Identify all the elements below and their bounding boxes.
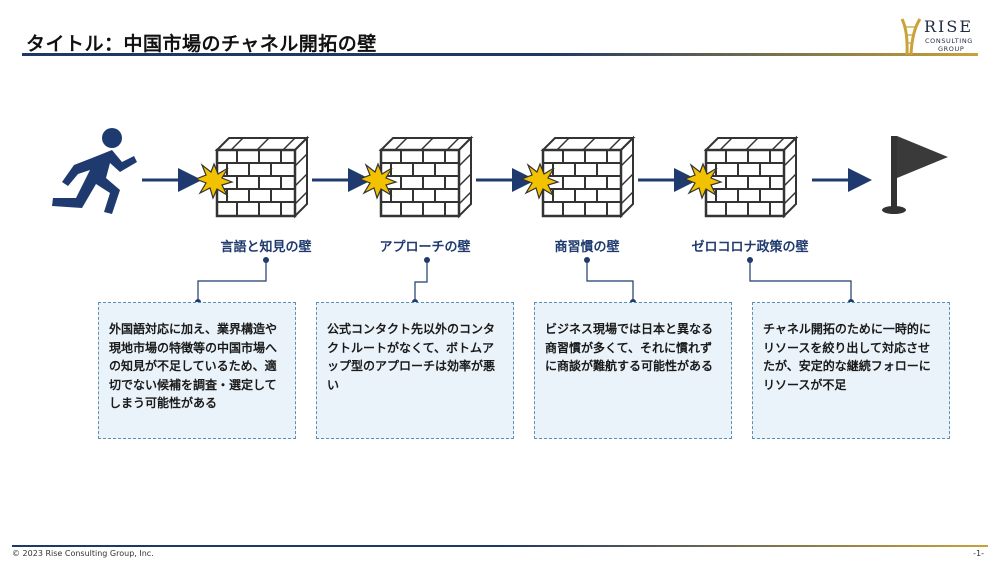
description-box-zero-covid: チャネル開拓のために一時的にリソースを絞り出して対応させたが、安定的な継続フォロ… <box>752 302 950 439</box>
logo-emblem-icon <box>900 18 922 56</box>
brick-wall-icon <box>541 136 635 218</box>
wall-label-business-custom: 商習慣の壁 <box>554 240 620 255</box>
connector-lines <box>197 260 852 302</box>
runner-icon <box>52 128 137 214</box>
description-box-approach: 公式コンタクト先以外のコンタクトルートがなくて、ボトムアップ型のアプローチは効率… <box>316 302 514 439</box>
impact-burst-icon <box>359 163 397 199</box>
page-title: タイトル：中国市場のチャネル開拓の壁 <box>26 33 377 55</box>
logo-subtitle-2: GROUP <box>938 45 965 53</box>
impact-burst-icon <box>521 163 559 199</box>
impact-burst-icon <box>684 163 722 199</box>
footer-rule <box>12 545 988 547</box>
page-number: -1- <box>973 549 984 558</box>
description-box-business-custom: ビジネス現場では日本と異なる商習慣が多くて、それに慣れずに商談が難航する可能性が… <box>534 302 732 439</box>
goal-flag-icon <box>882 136 948 214</box>
title-underline <box>22 53 978 56</box>
brick-wall-icon <box>704 136 798 218</box>
brick-wall-icon <box>215 136 309 218</box>
description-box-language: 外国語対応に加え、業界構造や現地市場の特徴等の中国市場への知見が不足しているため… <box>98 302 296 439</box>
wall-label-approach: アプローチの壁 <box>379 240 471 255</box>
copyright-text: © 2023 Rise Consulting Group, Inc. <box>12 549 154 558</box>
wall-label-language: 言語と知見の壁 <box>220 240 312 255</box>
impact-burst-icon <box>195 163 233 199</box>
brick-wall-icon <box>379 136 473 218</box>
logo-wordmark: RISE <box>924 17 974 36</box>
wall-label-zero-covid: ゼロコロナ政策の壁 <box>691 240 809 255</box>
company-logo: RISE CONSULTING GROUP <box>898 15 988 59</box>
logo-subtitle-1: CONSULTING <box>925 37 973 45</box>
